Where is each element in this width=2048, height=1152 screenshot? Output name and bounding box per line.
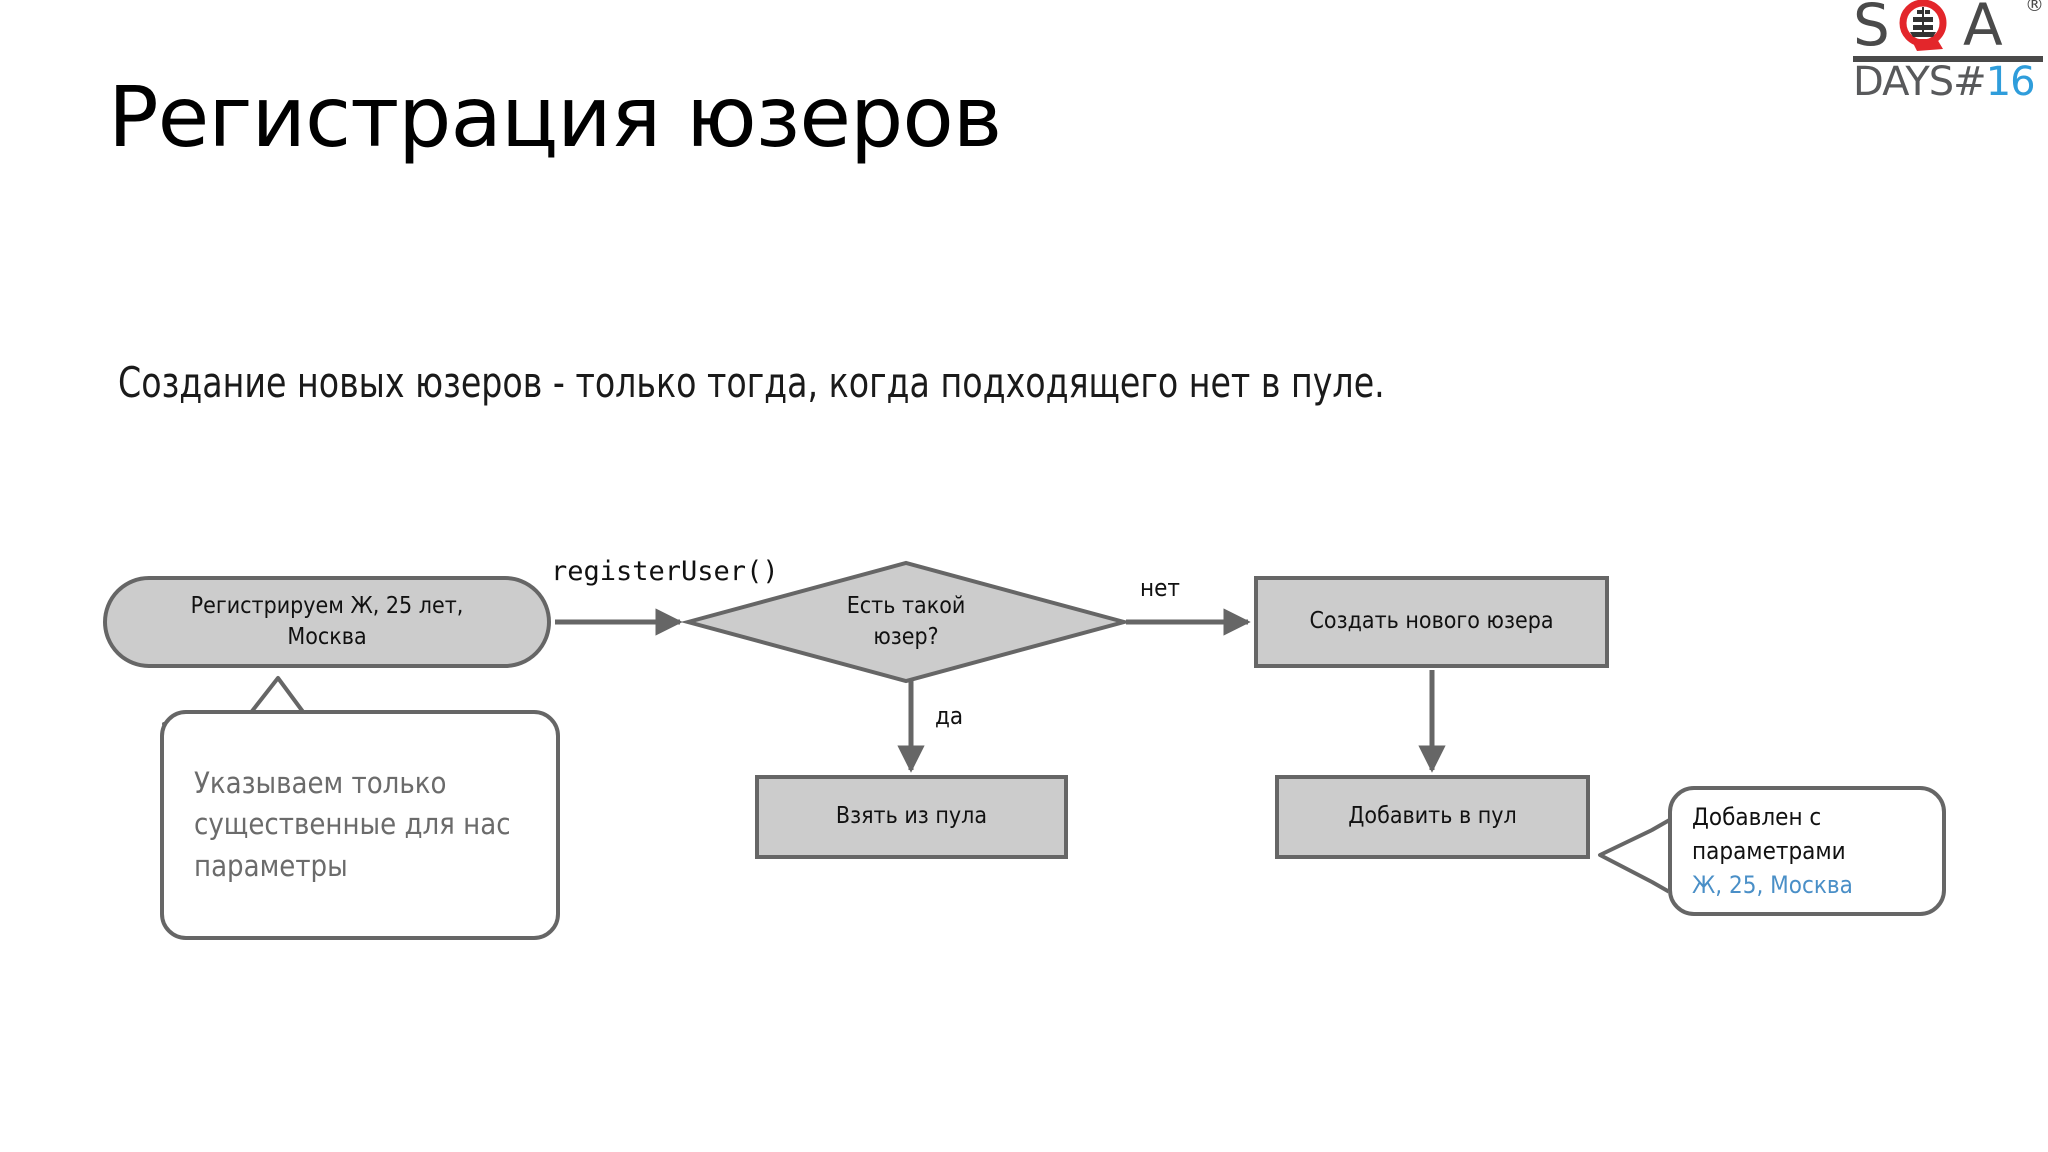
flow-node-start[interactable]: Регистрируем Ж, 25 лет, Москва (103, 576, 551, 668)
flow-node-take-from-pool[interactable]: Взять из пула (755, 775, 1068, 859)
logo-days-row: DAYS#16 (1853, 59, 2036, 105)
callout-left-text: Указываем только существенные для нас па… (194, 766, 511, 883)
decision-diamond-shape (680, 560, 1132, 684)
callout-right: Добавлен с параметрами Ж, 25, Москва (1668, 786, 1946, 916)
edge-label-no: нет (1140, 574, 1180, 602)
page-subtitle: Создание новых юзеров - только тогда, ко… (118, 358, 1385, 407)
logo-days-text: DAYS# (1853, 59, 1987, 105)
logo-letter-s: S (1853, 0, 1890, 59)
callout-left: Указываем только существенные для нас па… (160, 710, 560, 940)
flow-node-create-user[interactable]: Создать нового юзера (1254, 576, 1609, 668)
registered-trademark-icon: ® (2025, 0, 2044, 16)
logo-divider (1853, 56, 2043, 62)
flow-node-take-from-pool-label: Взять из пула (835, 803, 988, 830)
logo-letter-a: A (1963, 0, 2003, 59)
page-title: Регистрация юзеров (108, 68, 1002, 166)
flow-node-start-label: Регистрируем Ж, 25 лет, Москва (190, 592, 464, 650)
flow-node-add-to-pool[interactable]: Добавить в пул (1275, 775, 1590, 859)
logo-days-number: 16 (1985, 59, 2036, 105)
flow-node-decision-label: Есть такой юзер? (846, 592, 966, 650)
flow-node-add-to-pool-label: Добавить в пул (1348, 803, 1517, 830)
flow-node-create-user-label: Создать нового юзера (1309, 608, 1554, 635)
sqa-days-logo: S A ® DAYS#16 (1853, 0, 2048, 104)
edge-label-register-user: registerUser() (551, 556, 779, 587)
callout-right-line1: Добавлен с (1692, 802, 1822, 831)
edge-label-yes: да (935, 702, 964, 730)
logo-sqa-row: S A ® (1853, 0, 2044, 59)
callout-right-line3: Ж, 25, Москва (1692, 871, 1853, 900)
logo-q-ship-icon (1899, 0, 1947, 51)
callout-right-line2: параметрами (1692, 836, 1846, 865)
